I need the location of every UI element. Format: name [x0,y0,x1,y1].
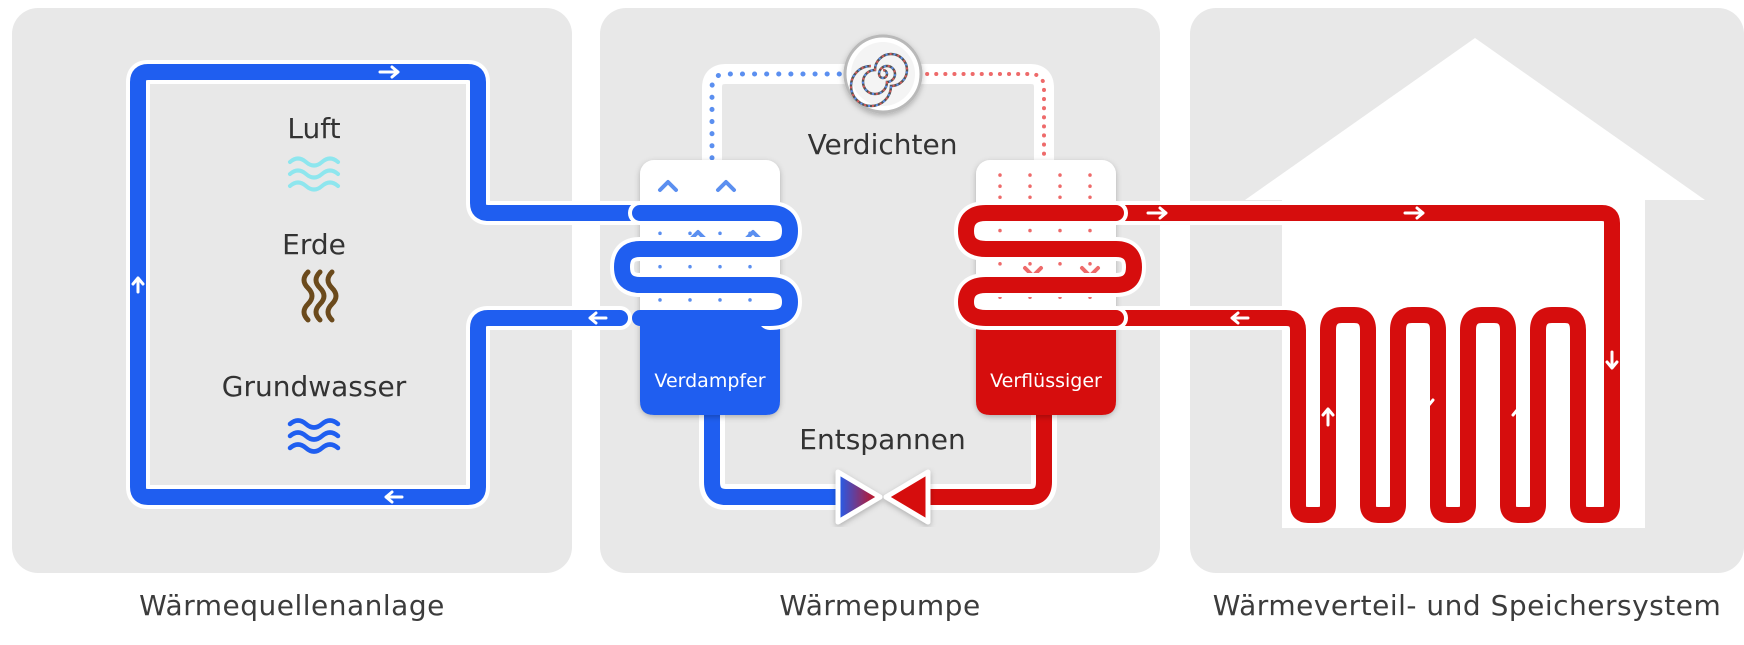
pump-panel [600,8,1160,573]
step-compress-label: Verdichten [807,128,958,161]
water-waves-icon [287,418,341,454]
source-label-air: Luft [287,112,341,145]
source-panel [12,8,572,573]
condenser [953,160,1147,415]
spiral-compressor-icon [843,34,923,114]
refrigerant-line-hot [916,64,1054,172]
condenser-label: Verflüssiger [990,370,1102,392]
distribution-loop [1082,205,1620,523]
earth-waves-icon [301,269,339,323]
refrigerant-line-bottom [699,387,1057,510]
source-label-groundwater: Grundwasser [221,370,407,403]
section-caption-distribution: Wärmeverteil- und Speichersystem [1212,589,1722,622]
expansion-valve-icon [835,469,931,525]
refrigerant-line-cold [702,64,851,173]
distribution-flow-arrows [1146,206,1619,427]
source-label-earth: Erde [282,228,346,261]
step-expand-label: Entspannen [799,423,966,456]
evaporator [609,160,803,415]
evaporator-label: Verdampfer [654,370,766,392]
section-caption-source: Wärmequellenanlage [139,589,445,622]
air-waves-icon [288,156,340,192]
section-caption-pump: Wärmepumpe [779,589,981,622]
